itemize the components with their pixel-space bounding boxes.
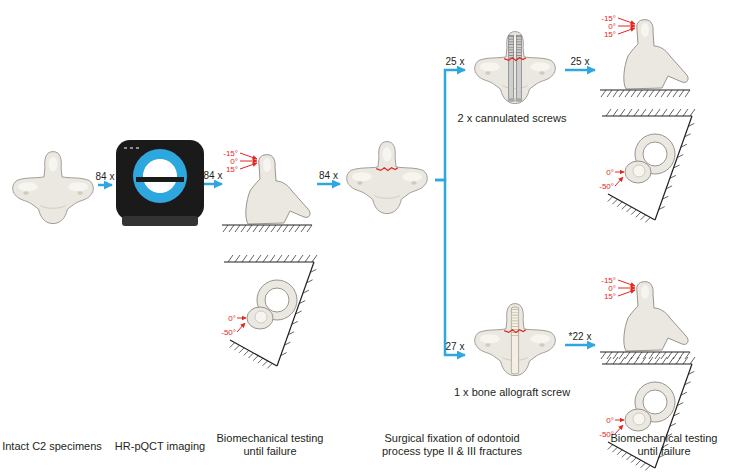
flow-arrow: [565, 69, 595, 72]
c2-two-screws: [475, 32, 556, 104]
angle-label: -15°: [601, 276, 616, 285]
count-label: 84 x: [319, 170, 338, 181]
angle-label: 0°: [228, 314, 236, 323]
c2-vertebra: [475, 32, 556, 104]
count-label: 25 x: [571, 56, 590, 67]
wedge-test: [224, 255, 317, 368]
angle-label: 15°: [604, 30, 616, 39]
count-label: 84 x: [204, 170, 223, 181]
stage-node: Intact C2 specimens: [8, 140, 98, 240]
angle-label: -50°: [599, 430, 614, 439]
scanner-ring: [133, 149, 187, 203]
flow-arrow: [435, 70, 465, 180]
screw-head: [515, 98, 522, 102]
fracture-line: [376, 168, 398, 171]
cannulated-screw: [516, 35, 521, 100]
count-label: 27 x: [446, 341, 465, 352]
scanner-bed: [136, 177, 184, 182]
fracture-line: [504, 58, 526, 61]
count-label: *22 x: [569, 331, 592, 342]
stage-caption: Intact C2 specimens: [0, 440, 107, 453]
angle-label: 0°: [606, 416, 614, 425]
count-label: 25 x: [446, 56, 465, 67]
fracture-line: [504, 330, 526, 333]
angle-label: 0°: [606, 168, 614, 177]
scanner-housing: [116, 140, 204, 220]
scanner-bore: [143, 159, 177, 193]
stage-caption: 2 x cannulated screws: [447, 112, 577, 125]
allograft-screw: [511, 307, 518, 374]
angle-label: 15°: [226, 165, 238, 174]
c2-allograft-screw: [475, 304, 556, 376]
stage-node: 2 x cannulated screws: [465, 25, 565, 128]
flow-arrow: [565, 344, 595, 347]
hr-pqct-scanner: [116, 140, 204, 226]
stage-node: Surgical fixation of odontoid process ty…: [340, 135, 435, 225]
angle-label: 0°: [608, 22, 616, 31]
angle-label: 15°: [604, 292, 616, 301]
stage-node: Biomechanical testing until failure: [222, 140, 317, 385]
flow-arrow: [317, 183, 340, 186]
axial-compression-test: [600, 18, 690, 97]
c2-vertebra: [347, 142, 428, 214]
screw-thread: [516, 36, 521, 59]
flow-arrow: [98, 184, 112, 187]
stage-caption: HR-pQCT imaging: [105, 440, 215, 453]
stage-caption: 1 x bone allograft screw: [442, 386, 582, 399]
stage-node: HR-pQCT imaging: [112, 138, 204, 230]
wedge-test: [602, 109, 695, 222]
axial-compression-test: [222, 153, 312, 232]
screw-head: [508, 98, 515, 102]
count-label: 84 x: [96, 171, 115, 182]
stage-caption: Biomechanical testing until failure: [604, 432, 724, 458]
intact-c2: [13, 152, 94, 224]
angle-label: -50°: [221, 328, 236, 337]
angle-label: -15°: [223, 149, 238, 158]
stage-caption: Surgical fixation of odontoid process ty…: [366, 432, 538, 458]
angle-label: 0°: [608, 284, 616, 293]
flow-arrow: [204, 183, 222, 186]
angle-label: -50°: [599, 182, 614, 191]
screw-thread: [509, 36, 514, 59]
stage-node: Biomechanical testing until failure: [595, 0, 710, 470]
axial-compression-test: [600, 280, 690, 359]
stage-caption: Biomechanical testing until failure: [210, 432, 330, 458]
flow-arrow: [435, 180, 465, 355]
angle-label: -15°: [601, 14, 616, 23]
scanner-dots: [124, 147, 139, 148]
stage-node: 1 x bone allograft screw: [465, 298, 565, 400]
scanner-base: [122, 216, 198, 226]
c2-vertebra: [475, 304, 556, 376]
cannulated-screw: [509, 35, 514, 100]
angle-label: 0°: [230, 157, 238, 166]
fractured-c2: [347, 142, 428, 214]
